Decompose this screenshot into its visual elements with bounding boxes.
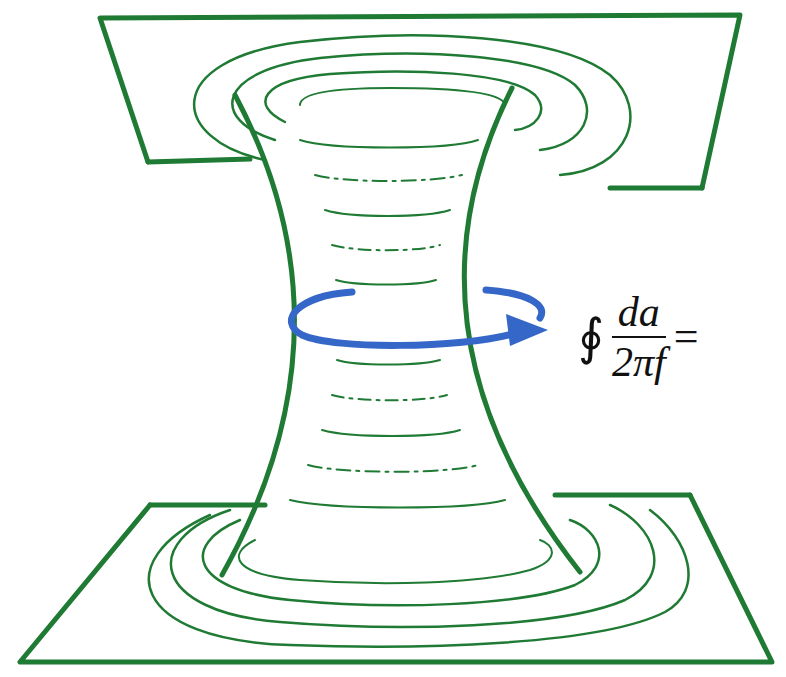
loop-arrow [291,290,541,345]
num-text: da [618,290,660,334]
eq-text: = [674,314,699,360]
formula: ∮ da 2πf= [578,290,699,384]
den-text: 2πf [612,340,666,384]
integral-text: ∮ [578,311,604,364]
fraction-bar [612,336,666,338]
fraction: da 2πf [612,290,666,384]
arrow-head [506,314,548,346]
